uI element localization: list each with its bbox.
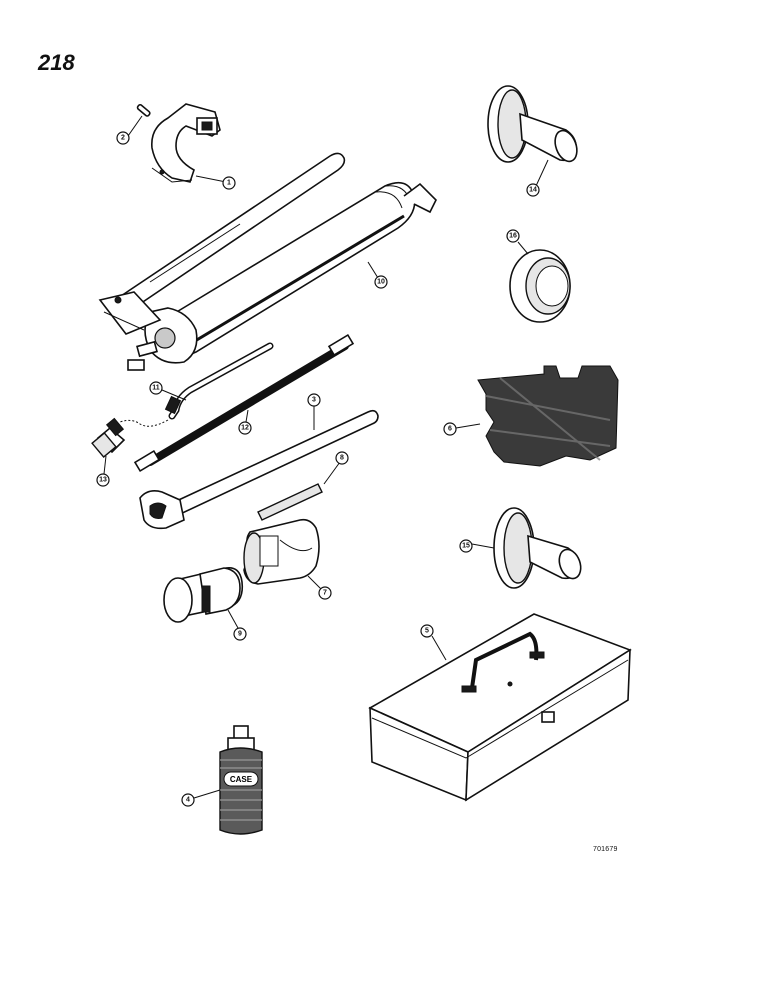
- callout-10: 10: [374, 275, 388, 289]
- can-label-text: CASE: [230, 775, 253, 784]
- svg-text:4: 4: [186, 797, 190, 804]
- svg-text:15: 15: [462, 543, 470, 550]
- svg-text:9: 9: [238, 631, 242, 638]
- wrench-bar-part: [139, 409, 379, 530]
- callout-8: 8: [335, 451, 349, 465]
- hose-part: [133, 333, 355, 473]
- callout-1: 1: [222, 176, 236, 190]
- callout-9: 9: [233, 627, 247, 641]
- callout-14: 14: [526, 183, 540, 197]
- callout-3: 3: [307, 393, 321, 407]
- callout-16: 16: [506, 229, 520, 243]
- stepped-driver-part: [163, 566, 244, 623]
- svg-text:12: 12: [241, 425, 249, 432]
- callout-11: 11: [149, 381, 163, 395]
- page-number: 218: [38, 50, 75, 75]
- svg-text:3: 3: [312, 397, 316, 404]
- svg-text:10: 10: [377, 279, 385, 286]
- svg-text:13: 13: [99, 477, 107, 484]
- callout-12: 12: [238, 421, 252, 435]
- callout-7: 7: [318, 586, 332, 600]
- tool-box-part: [368, 613, 632, 802]
- pin-part: [136, 103, 151, 117]
- callout-5: 5: [420, 624, 434, 638]
- svg-text:7: 7: [323, 590, 327, 597]
- svg-text:5: 5: [425, 628, 429, 635]
- bent-tube-part: [119, 342, 274, 427]
- clamp-coupler-part: [151, 103, 221, 183]
- grease-gun-part: [98, 152, 437, 371]
- callout-4: 4: [181, 793, 195, 807]
- svg-text:8: 8: [340, 455, 344, 462]
- svg-text:2: 2: [121, 135, 125, 142]
- seal-ring-part: [509, 249, 571, 323]
- figure-reference-code: 701679: [593, 846, 618, 853]
- svg-text:6: 6: [448, 426, 452, 433]
- svg-text:11: 11: [152, 385, 160, 392]
- seal-driver-upper-part: [487, 85, 578, 163]
- seal-driver-lower-part: [493, 507, 582, 589]
- split-collar-part: [243, 518, 320, 585]
- svg-text:16: 16: [509, 233, 517, 240]
- svg-text:14: 14: [529, 187, 537, 194]
- callout-2: 2: [116, 131, 130, 145]
- callout-13: 13: [96, 473, 110, 487]
- gasket-part: [477, 365, 619, 467]
- grease-can-part: CASE: [219, 725, 263, 835]
- leader-lines: [103, 115, 549, 799]
- nozzle-fitting-part: [91, 417, 126, 459]
- svg-text:1: 1: [227, 180, 231, 187]
- callout-6: 6: [443, 422, 457, 436]
- key-part: [257, 483, 323, 521]
- callout-15: 15: [459, 539, 473, 553]
